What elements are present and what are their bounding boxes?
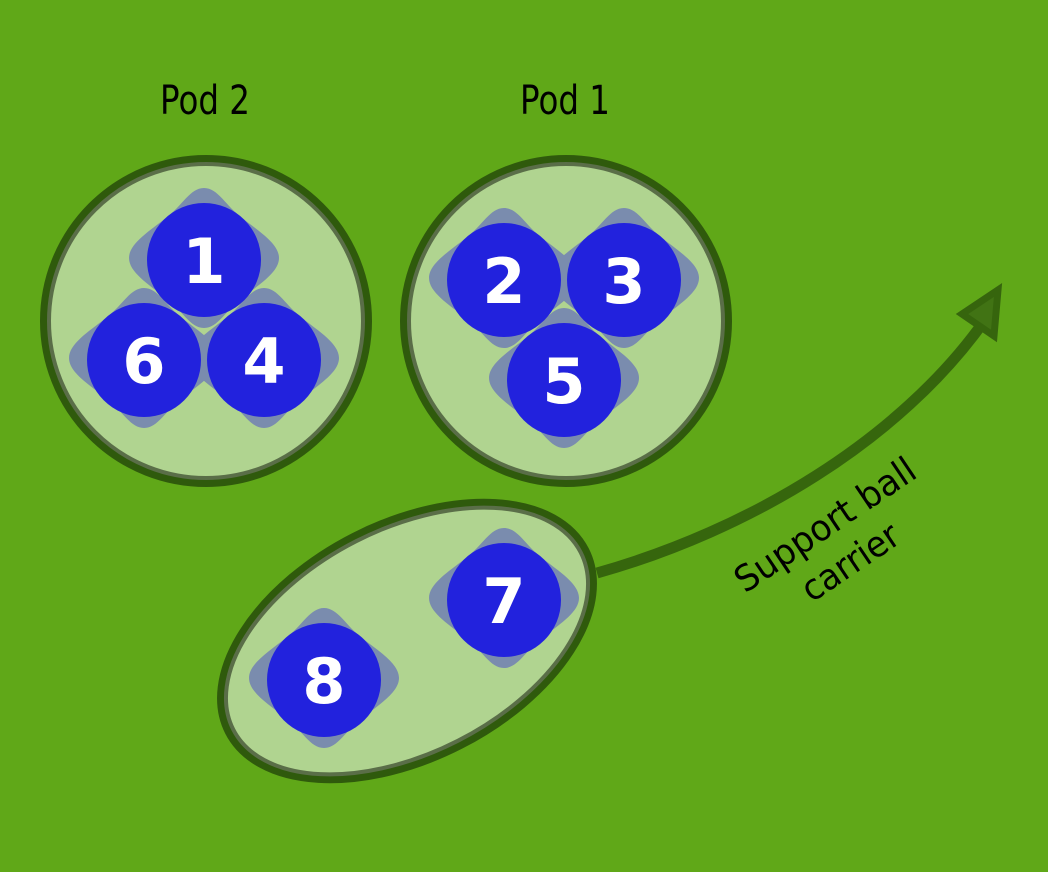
player-1[interactable]: 1 xyxy=(147,203,261,317)
player-4-number: 4 xyxy=(242,325,285,398)
player-3[interactable]: 3 xyxy=(567,223,681,337)
support-group-area xyxy=(217,498,597,784)
player-6-number: 6 xyxy=(122,325,165,398)
arrow-label: Support ball carrier xyxy=(727,450,924,611)
player-2[interactable]: 2 xyxy=(447,223,561,337)
player-4[interactable]: 4 xyxy=(207,303,321,417)
player-7[interactable]: 7 xyxy=(447,543,561,657)
player-8[interactable]: 8 xyxy=(267,623,381,737)
player-7-number: 7 xyxy=(482,565,525,638)
player-5[interactable]: 5 xyxy=(507,323,621,437)
player-5-number: 5 xyxy=(542,345,585,418)
player-1-number: 1 xyxy=(182,225,225,298)
player-8-number: 8 xyxy=(302,645,345,718)
player-2-number: 2 xyxy=(482,245,525,318)
arrowhead-icon xyxy=(955,283,1003,343)
pod-1-label: Pod 1 xyxy=(520,78,610,124)
support-arrow xyxy=(595,283,1003,579)
player-3-number: 3 xyxy=(602,245,645,318)
player-6[interactable]: 6 xyxy=(87,303,201,417)
pod-2-label: Pod 2 xyxy=(160,78,250,124)
